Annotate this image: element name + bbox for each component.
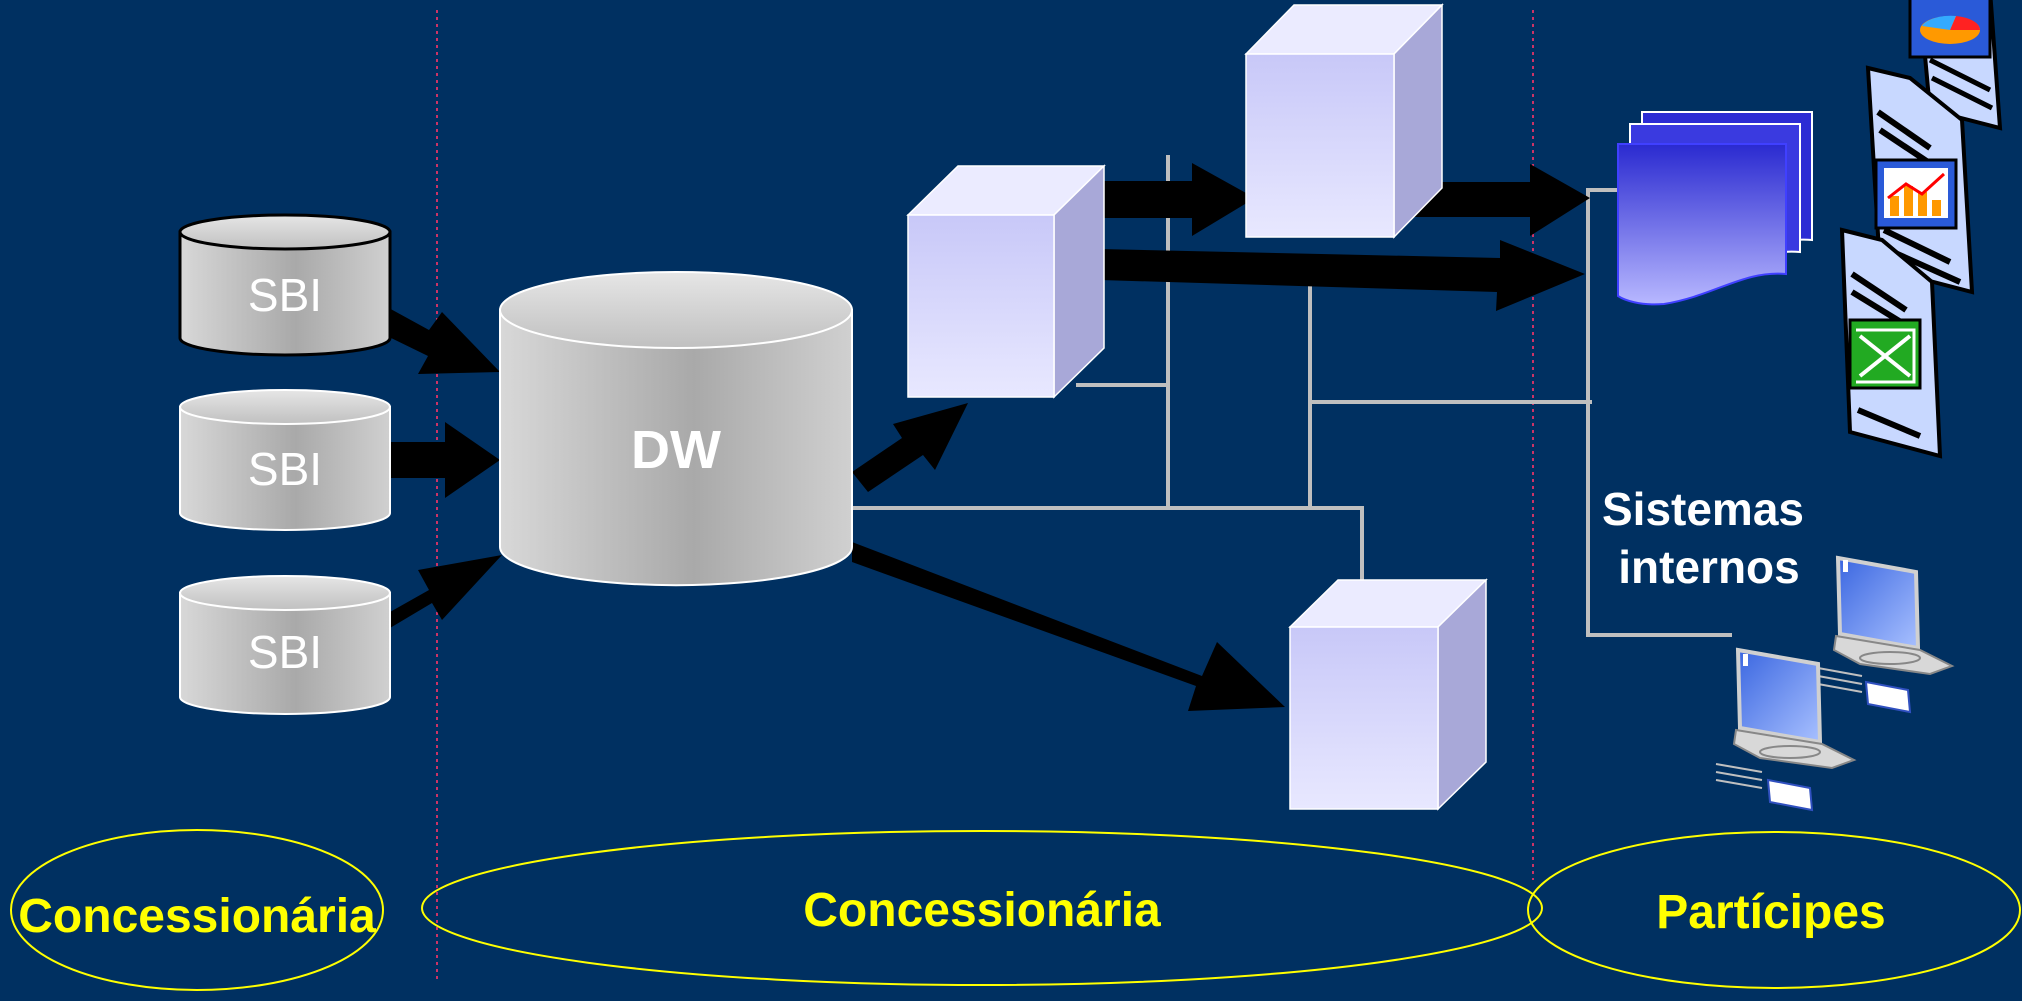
flow-arrows (387, 163, 1590, 711)
arrow-sbi3-dw (390, 555, 502, 628)
source-sbi-1: SBI (178, 213, 392, 357)
workstation-icon (1715, 647, 1857, 812)
data-mart-cube-3 (1288, 578, 1488, 811)
workstation-icon (1817, 555, 1955, 714)
zone-label-right: Partícipes (1656, 886, 1885, 939)
sbi-label: SBI (248, 443, 322, 495)
zone-ellipses (10, 829, 2021, 991)
arrow-cube1-reports (1100, 240, 1585, 311)
dw-label: DW (631, 420, 721, 480)
sbi-label: SBI (248, 269, 322, 321)
data-mart-cube-1 (906, 164, 1106, 399)
arrow-dw-cube3 (852, 542, 1285, 711)
zone-ellipse-left (10, 829, 384, 991)
internal-systems-label-line1: Sistemas (1602, 483, 1804, 535)
pie-chart-report-icon (1908, 0, 2003, 131)
spreadsheet-report-icon (1839, 227, 1943, 459)
arrow-cube1-cube2 (1100, 163, 1255, 236)
bar-chart-report-icon (1865, 65, 1975, 295)
arrow-sbi2-dw (390, 422, 500, 498)
internal-systems-label-line2: internos (1618, 541, 1799, 593)
sbi-label: SBI (248, 626, 322, 678)
arrow-cube2-reports (1405, 164, 1590, 236)
report-documents-icon (1617, 111, 1813, 306)
arrow-dw-cube1 (852, 403, 968, 492)
zone-label-center: Concessionária (803, 884, 1161, 937)
zone-ellipse-right (1527, 831, 2021, 989)
zone-label-left: Concessionária (18, 890, 376, 943)
data-warehouse: DW (499, 271, 853, 587)
source-sbi-3: SBI (179, 575, 391, 715)
arrow-sbi1-dw (387, 307, 500, 374)
zone-ellipse-center (421, 830, 1543, 986)
data-mart-cube-2 (1244, 3, 1444, 239)
source-sbi-2: SBI (179, 389, 391, 531)
